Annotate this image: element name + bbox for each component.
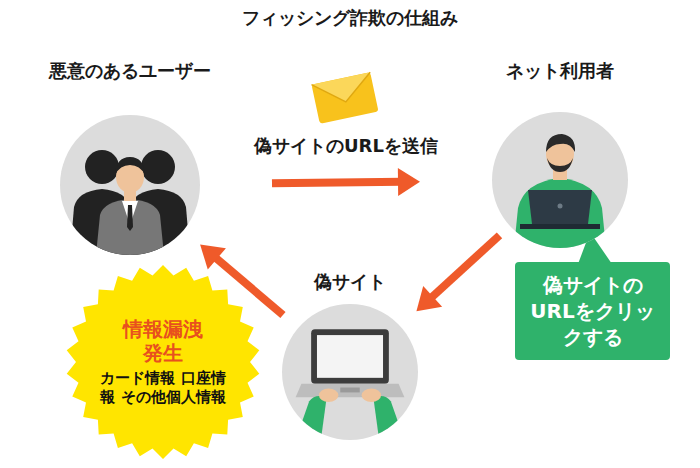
node-circle: [282, 304, 418, 440]
laptop-illustration: [282, 304, 418, 440]
fake-site-node: 偽サイト: [235, 270, 465, 440]
node-circle: [492, 112, 628, 248]
leak-items: カード情報 口座情報 その他個人情報: [93, 369, 233, 408]
flow-arrow: [416, 235, 499, 311]
arrow-shaft: [272, 182, 402, 184]
leak-starburst: 情報漏洩 発生カード情報 口座情報 その他個人情報: [65, 264, 261, 460]
user-illustration: [492, 112, 628, 248]
starburst-outline: [67, 265, 260, 459]
attacker-node: 悪意のあるユーザー: [15, 59, 245, 255]
callout-box: 偽サイトのURLをクリックする: [515, 262, 670, 360]
victim-node: ネット利用者: [445, 59, 675, 248]
node-circle: [60, 115, 200, 255]
arrow-head: [416, 286, 442, 311]
alert-text: 情報漏洩 発生: [117, 317, 209, 365]
node-heading: ネット利用者: [445, 59, 675, 83]
arrow-head: [398, 168, 420, 196]
diagram-title: フィッシング詐欺の仕組み: [0, 6, 700, 30]
callout-text: 偽サイトのURLをクリックする: [523, 272, 662, 350]
arrow-head: [200, 245, 226, 270]
envelope-icon: [311, 72, 378, 124]
flow-arrow: [272, 168, 420, 196]
arrow-shaft: [430, 235, 500, 299]
users-illustration: [60, 115, 200, 255]
node-heading: 悪意のあるユーザー: [15, 59, 245, 83]
node-heading: 偽サイト: [235, 270, 465, 294]
edge-label: 偽サイトのURLを送信: [251, 134, 441, 158]
